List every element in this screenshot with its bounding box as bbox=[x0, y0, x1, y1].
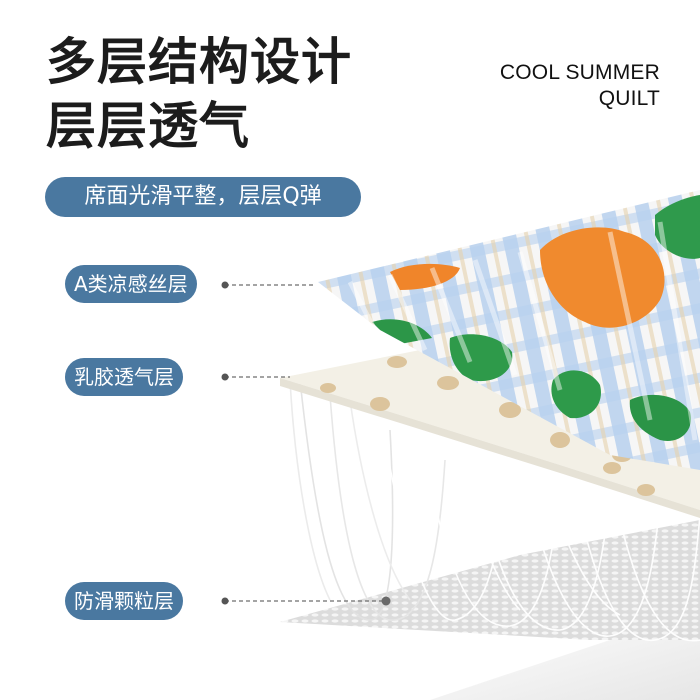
title-line-2: 层层透气 bbox=[46, 97, 250, 155]
leader-lines bbox=[221, 281, 391, 606]
brand-line-2: QUILT bbox=[598, 87, 660, 110]
layer-label-cooling-fabric: A类凉感丝层 bbox=[65, 265, 197, 303]
spacer-fiber-layer bbox=[289, 379, 700, 642]
layer-label-latex: 乳胶透气层 bbox=[65, 358, 183, 396]
title-line-1: 多层结构设计 bbox=[46, 33, 352, 91]
anti-slip-mesh-layer bbox=[280, 520, 700, 640]
page-title: 多层结构设计 层层透气 bbox=[46, 30, 352, 158]
subtitle-badge: 席面光滑平整，层层Q弹 bbox=[45, 177, 361, 217]
brand-tagline: COOL SUMMER QUILT bbox=[500, 60, 660, 112]
brand-line-1: COOL SUMMER bbox=[499, 61, 660, 84]
layer-label-anti-slip: 防滑颗粒层 bbox=[65, 582, 183, 620]
